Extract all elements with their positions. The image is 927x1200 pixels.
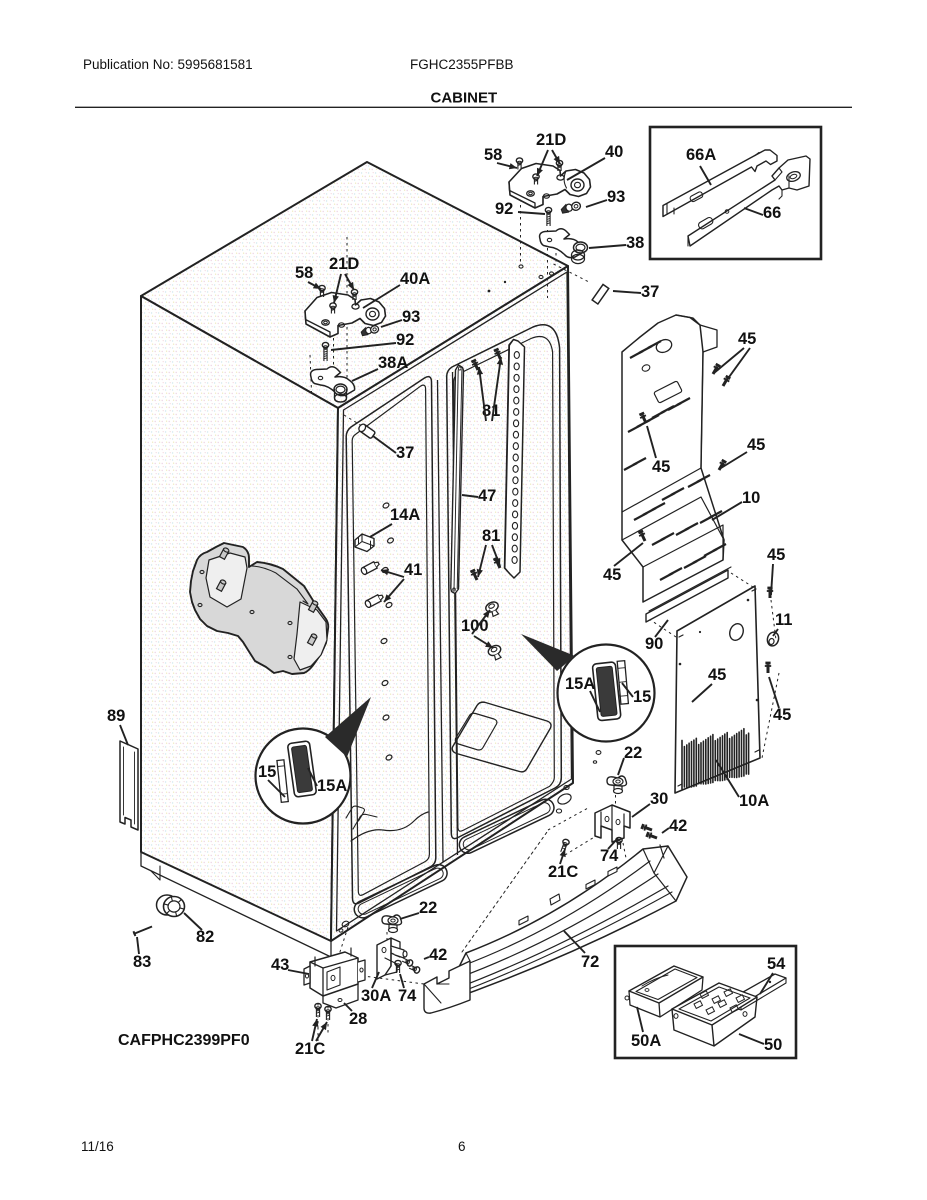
svg-text:89: 89 [107,707,125,725]
svg-text:93: 93 [607,188,625,206]
svg-text:28: 28 [349,1010,367,1028]
svg-text:42: 42 [429,946,447,964]
svg-text:50A: 50A [631,1032,661,1050]
svg-text:6: 6 [458,1139,466,1154]
svg-text:45: 45 [738,330,756,348]
svg-text:58: 58 [295,264,313,282]
svg-text:45: 45 [708,666,726,684]
svg-text:45: 45 [603,566,621,584]
svg-text:100: 100 [461,617,489,635]
svg-text:FGHC2355PFBB: FGHC2355PFBB [410,57,514,72]
svg-text:45: 45 [747,436,765,454]
svg-text:66A: 66A [686,146,716,164]
svg-text:50: 50 [764,1036,782,1054]
svg-text:30: 30 [650,790,668,808]
svg-text:14A: 14A [390,506,420,524]
svg-text:92: 92 [396,331,414,349]
svg-text:15: 15 [633,688,651,706]
svg-text:10: 10 [742,489,760,507]
svg-text:81: 81 [482,402,500,420]
svg-text:81: 81 [482,527,500,545]
svg-text:15: 15 [258,763,276,781]
svg-text:45: 45 [767,546,785,564]
svg-text:74: 74 [398,987,417,1005]
svg-text:37: 37 [396,444,414,462]
svg-text:11/16: 11/16 [81,1139,114,1154]
svg-text:92: 92 [495,200,513,218]
svg-text:54: 54 [767,955,786,973]
svg-text:72: 72 [581,953,599,971]
svg-text:11: 11 [775,611,792,629]
svg-text:45: 45 [652,458,670,476]
svg-text:47: 47 [478,487,496,505]
svg-text:Publication No: 5995681581: Publication No: 5995681581 [83,57,253,72]
svg-text:38A: 38A [378,354,408,372]
svg-text:43: 43 [271,956,289,974]
svg-text:10A: 10A [739,792,769,810]
svg-text:83: 83 [133,953,151,971]
svg-text:40A: 40A [400,270,430,288]
svg-text:58: 58 [484,146,502,164]
svg-text:93: 93 [402,308,420,326]
svg-text:90: 90 [645,635,663,653]
svg-text:CABINET: CABINET [431,90,498,107]
svg-text:41: 41 [404,561,422,579]
svg-text:21D: 21D [329,255,359,273]
svg-text:38: 38 [626,234,644,252]
svg-text:15A: 15A [317,777,347,795]
svg-text:22: 22 [624,744,642,762]
svg-text:37: 37 [641,283,659,301]
svg-text:21D: 21D [536,131,566,149]
svg-text:42: 42 [669,817,687,835]
svg-text:40: 40 [605,143,623,161]
svg-text:82: 82 [196,928,214,946]
svg-text:30A: 30A [361,987,391,1005]
svg-text:22: 22 [419,899,437,917]
svg-text:21C: 21C [548,863,578,881]
svg-text:15A: 15A [565,675,595,693]
svg-text:45: 45 [773,706,791,724]
svg-text:CAFPHC2399PF0: CAFPHC2399PF0 [118,1032,250,1049]
svg-text:66: 66 [763,204,781,222]
svg-text:21C: 21C [295,1040,325,1058]
svg-text:74: 74 [600,847,619,865]
